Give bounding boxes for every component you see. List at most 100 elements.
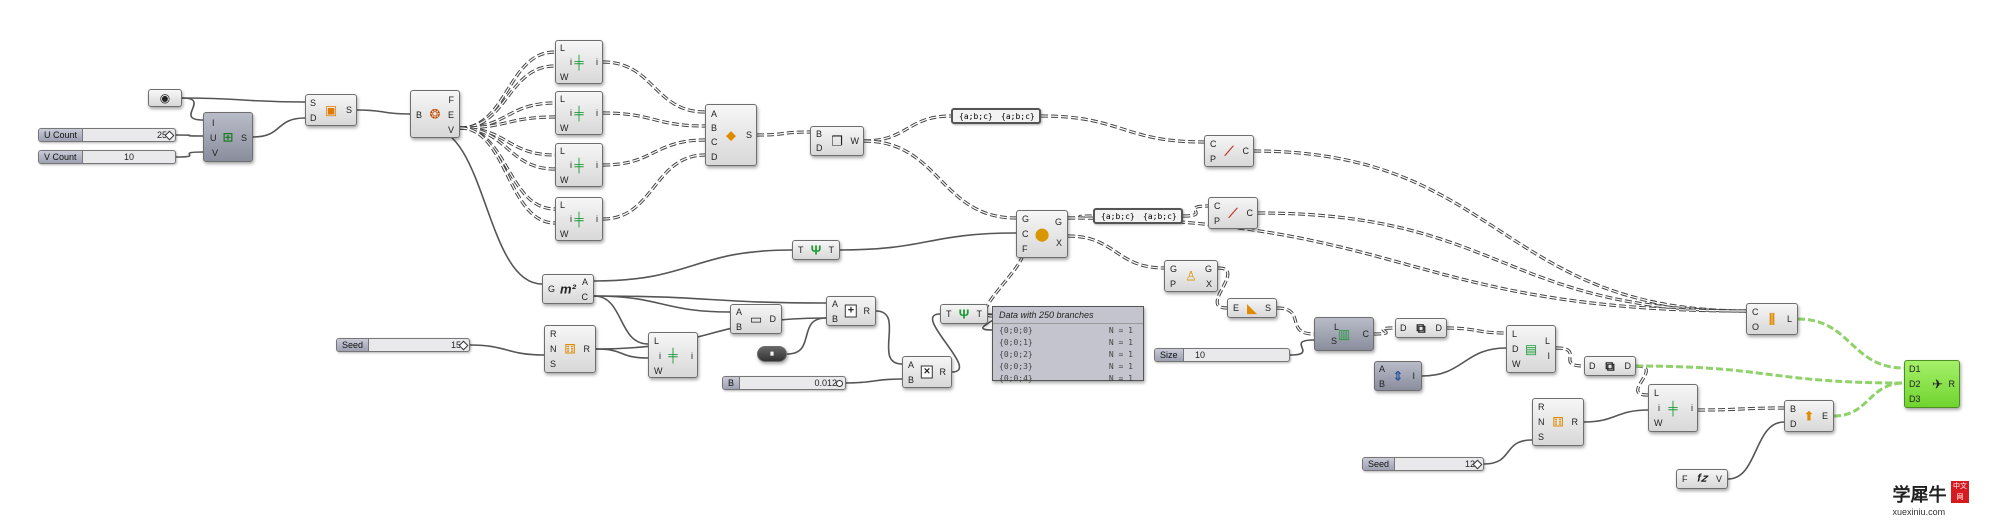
panel-row: {0;0;1}N = 1 (993, 336, 1143, 348)
point-param-component[interactable]: ◉ (148, 89, 182, 107)
port-label: R (1538, 402, 1545, 412)
sort-component[interactable]: E S ◣ (1227, 298, 1277, 318)
port-label: G (1170, 264, 1178, 274)
curve-component[interactable]: C P C ⟋ (1208, 197, 1258, 229)
region-component[interactable]: G C F G X ⬤ (1016, 210, 1068, 258)
split-list-component[interactable]: L D W L I ▤ (1506, 325, 1556, 373)
slider-value: 10 (124, 152, 135, 162)
port-label: B (816, 129, 823, 139)
graft-component[interactable]: T T Ψ (940, 304, 988, 324)
seed-slider[interactable]: Seed 15 (336, 338, 470, 352)
surface-divide-component[interactable]: I U V S ⊞ (203, 112, 253, 162)
port-label: A (908, 360, 915, 370)
cull-icon: ⫼ (1769, 311, 1775, 327)
branch-path: {0;0;1} (999, 338, 1033, 347)
wire (595, 348, 649, 359)
deconstruct-box-component[interactable]: B D W ❒ (810, 126, 864, 156)
curve-component[interactable]: C P C ⟋ (1204, 135, 1254, 167)
relay-right-text: {a;b;c} (1143, 212, 1177, 221)
point-icon: ◉ (159, 91, 171, 105)
expression-component[interactable]: F V f𝑧 (1676, 469, 1728, 489)
wire (593, 295, 731, 313)
wire (1276, 306, 1315, 336)
addition-component[interactable]: A B R + (826, 296, 876, 326)
port-label: B (1790, 404, 1797, 414)
port-label: L (654, 336, 660, 346)
bounds-component[interactable]: A B D ▭ (730, 304, 782, 334)
seed-slider[interactable]: Seed 12 (1362, 457, 1484, 471)
wire (1727, 421, 1785, 480)
wire-highlight (1257, 212, 1747, 312)
list-item-component[interactable]: L i W i ╪ (555, 197, 603, 241)
multiply-component[interactable]: A B R × (902, 356, 952, 388)
wire-highlight (1373, 327, 1396, 335)
wire-highlight (459, 127, 556, 224)
wire (593, 295, 827, 304)
domain-component[interactable]: A B I ⇕ (1374, 361, 1422, 391)
wire-highlight (459, 127, 556, 156)
port-label: A (581, 277, 588, 287)
list-item-component[interactable]: L i W i ╪ (555, 40, 603, 84)
wire-highlight (756, 131, 811, 136)
b-slider[interactable]: B 0.012 (722, 376, 846, 390)
area-component[interactable]: G A C m² (542, 274, 594, 304)
list-item-component[interactable]: L i W i ╪ (648, 332, 698, 378)
port-label: L (560, 200, 566, 210)
panel-row: {0;0;0}N = 1 (993, 324, 1143, 336)
deconstruct-brep-component[interactable]: B F E V ❂ (410, 90, 460, 138)
list-item-component[interactable]: L i W i ╪ (1648, 384, 1698, 432)
port-label: L (560, 146, 566, 156)
list-item-component[interactable]: L i W i ╪ (555, 91, 603, 135)
port-label: R (1571, 417, 1579, 427)
wire-highlight (459, 127, 556, 210)
wire-highlight (1067, 215, 1094, 219)
port-label: P (1214, 216, 1221, 226)
port-label: W (560, 229, 569, 239)
wire (786, 317, 827, 355)
port-label: L (1786, 314, 1792, 324)
random-component[interactable]: R N S R ⚅ (1532, 398, 1584, 446)
u-count-slider[interactable]: U Count 25 (38, 128, 176, 142)
sd-component[interactable]: S D S ▣ (305, 94, 357, 126)
data-panel[interactable]: Data with 250 branches {0;0;0}N = 1 {0;0… (992, 306, 1144, 383)
wire (181, 97, 204, 121)
wire (1797, 317, 1905, 370)
wire (1697, 406, 1785, 412)
port-label: W (560, 72, 569, 82)
number-param-component[interactable]: ⏸ (757, 346, 787, 362)
path-mapper-relay[interactable]: {a;b;c} {a;b;c} (1093, 208, 1183, 224)
dispatch-icon: ▥ (1337, 326, 1351, 342)
port-label: i (691, 351, 693, 361)
port-label: D (1512, 344, 1519, 354)
v-count-slider[interactable]: V Count 10 (38, 150, 176, 164)
port-label: C (711, 137, 718, 147)
evaluate-component[interactable]: G P G X ♙ (1164, 260, 1218, 292)
loft-component[interactable]: A B C D S ◆ (705, 104, 757, 166)
relay-right-text: {a;b;c} (1001, 112, 1035, 121)
port-label: R (863, 306, 871, 316)
wire (1373, 326, 1396, 336)
wire-highlight (602, 154, 706, 220)
custom-preview-icon: ✈ (1931, 376, 1943, 392)
port-label: D (1624, 361, 1632, 371)
data-icon: ⧉ (1416, 320, 1426, 336)
bounds-icon: ▭ (749, 311, 763, 327)
wire (593, 295, 649, 345)
data-component[interactable]: D D ⧉ (1395, 318, 1447, 338)
wire-highlight (459, 127, 556, 170)
graft-component[interactable]: T T Ψ (792, 240, 840, 260)
port-label: B (908, 375, 915, 385)
path-mapper-relay[interactable]: {a;b;c} {a;b;c} (951, 108, 1041, 124)
list-item-component[interactable]: L i W i ╪ (555, 143, 603, 187)
custom-preview-component[interactable]: D1 D2 D3 R ✈ (1904, 360, 1960, 408)
slider-grip-icon[interactable] (836, 380, 843, 387)
bake-component[interactable]: B D E ⬆ (1784, 400, 1834, 432)
port-label: i (596, 57, 598, 67)
size-slider[interactable]: Size 10 (1154, 348, 1290, 362)
cull-component[interactable]: C O L ⫼ (1746, 303, 1798, 335)
wire (863, 114, 952, 143)
data-component[interactable]: D D ⧉ (1584, 356, 1636, 376)
dispatch-component[interactable]: S L C ▥ (1314, 317, 1374, 351)
random-component[interactable]: R N S R ⚅ (544, 325, 596, 373)
